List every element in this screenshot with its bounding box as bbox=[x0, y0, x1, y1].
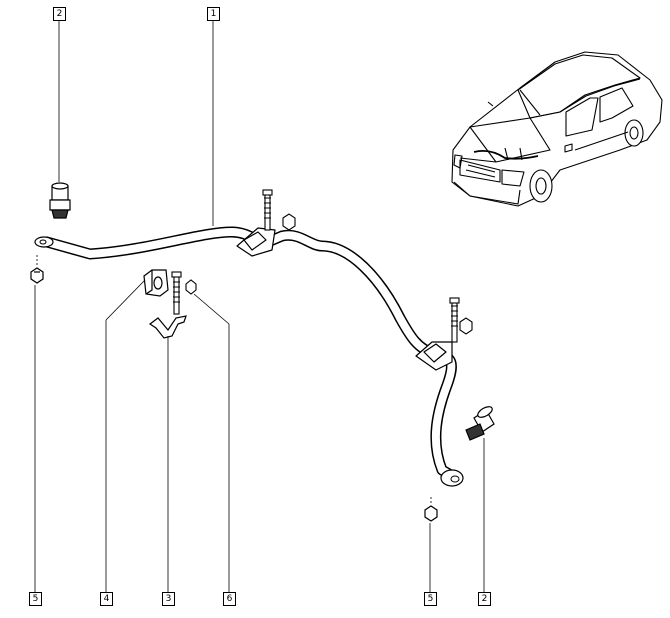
bearing-clamp bbox=[148, 315, 187, 339]
callout-2-bottom: 2 bbox=[478, 592, 491, 606]
drop-link bbox=[49, 182, 71, 219]
callout-3: 3 bbox=[162, 592, 175, 606]
nut bbox=[282, 213, 473, 335]
bolt bbox=[262, 189, 460, 343]
callout-1: 1 bbox=[207, 7, 220, 21]
callout-5-left: 5 bbox=[29, 592, 42, 606]
bearing-clamp bbox=[236, 227, 453, 371]
drop-link bbox=[465, 406, 495, 441]
anti-roll-bar bbox=[34, 226, 464, 487]
callout-2-top: 2 bbox=[53, 7, 66, 21]
bolt bbox=[171, 271, 197, 315]
nut bbox=[30, 267, 438, 522]
leader-lines bbox=[34, 19, 485, 592]
callout-4: 4 bbox=[100, 592, 113, 606]
rubber-bushing bbox=[143, 269, 169, 297]
callout-5-right: 5 bbox=[424, 592, 437, 606]
sedan-car-illustration bbox=[451, 51, 663, 207]
callout-6: 6 bbox=[223, 592, 236, 606]
